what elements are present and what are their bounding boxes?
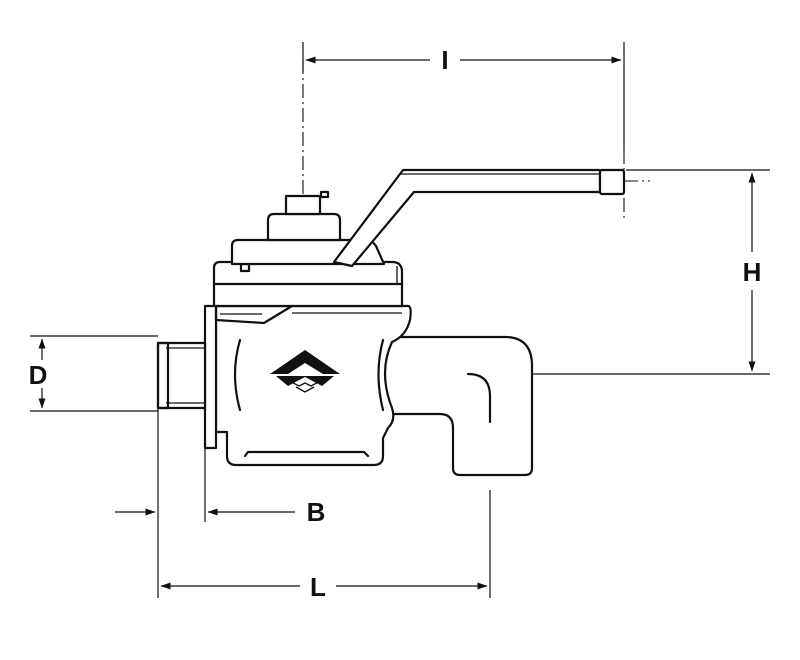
manufacturer-emblem	[270, 350, 340, 393]
body-left-contour	[233, 338, 242, 412]
dimension-label-D: D	[29, 360, 48, 390]
thread-edge	[156, 341, 170, 410]
stem-collar	[266, 212, 342, 242]
dimension-B: B	[115, 408, 325, 598]
body-bottom-rib	[243, 450, 370, 458]
main-body	[214, 304, 412, 467]
outlet-elbow	[383, 335, 534, 477]
dimension-L: L	[160, 490, 491, 602]
handle-grip-end	[598, 168, 626, 196]
body-right-contour	[377, 338, 385, 412]
dimension-D: D	[29, 335, 158, 412]
end-flange	[203, 304, 218, 450]
bonnet-lower-lip	[214, 304, 294, 325]
valve-body	[156, 168, 626, 477]
stem-cap	[284, 194, 322, 216]
dimension-H: H	[532, 169, 770, 375]
dimension-label-B: B	[307, 497, 326, 527]
dimension-label-I: I	[441, 45, 448, 75]
stem-nut	[319, 190, 330, 199]
elbow-inner-bend	[466, 372, 492, 424]
dimension-label-H: H	[743, 257, 762, 287]
dimension-label-L: L	[310, 572, 326, 602]
threaded-inlet	[156, 341, 207, 410]
dimension-I: I	[302, 42, 625, 150]
